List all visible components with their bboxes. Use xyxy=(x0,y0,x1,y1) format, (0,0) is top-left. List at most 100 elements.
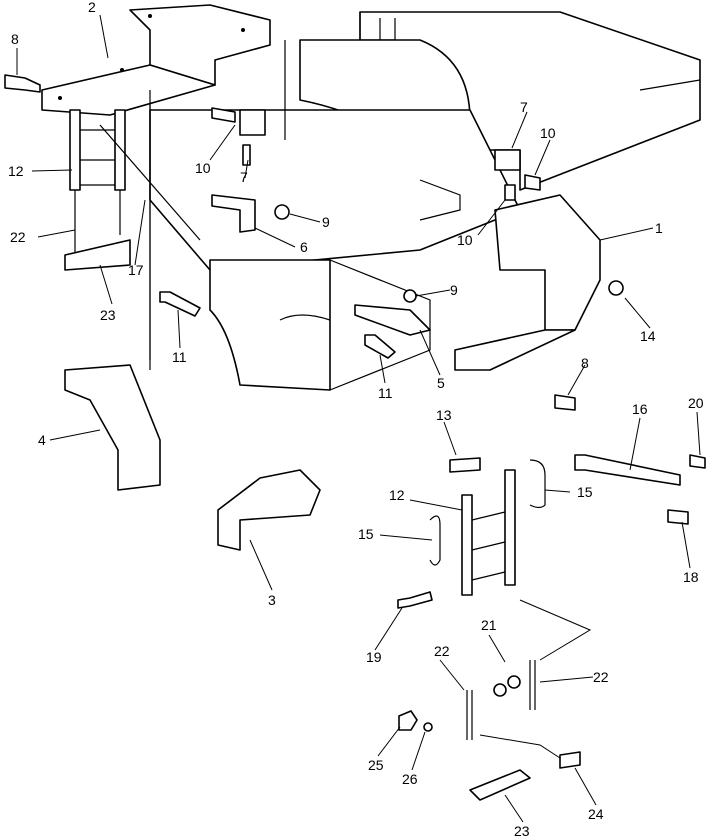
callout-5: 5 xyxy=(437,375,445,391)
hole xyxy=(120,68,124,72)
callout-15: 15 xyxy=(577,484,593,500)
nut-9-b xyxy=(403,289,417,303)
callout-17: 17 xyxy=(128,262,144,278)
bolt-7-stem xyxy=(242,144,251,166)
nut-21-a xyxy=(493,683,507,697)
callout-26: 26 xyxy=(402,771,418,787)
ladder-12-left-rail xyxy=(69,109,81,191)
right-ladder-12 xyxy=(461,469,516,596)
callout-8: 8 xyxy=(581,355,589,371)
bolt-20 xyxy=(689,454,706,469)
callout-22: 22 xyxy=(10,229,26,245)
callout-6: 6 xyxy=(300,239,308,255)
part-2-bracket xyxy=(41,4,271,116)
bracket-1-body xyxy=(494,194,601,331)
bolt-11-b xyxy=(364,334,396,359)
callout-labels: 2 8 12 22 23 17 10 7 9 6 11 4 7 10 10 1 … xyxy=(8,0,704,839)
callout-13: 13 xyxy=(436,407,452,423)
centre-small-parts xyxy=(211,107,290,233)
ladder-right-left-rail xyxy=(461,494,473,596)
part-1-bracket xyxy=(454,194,601,371)
stay-22-b xyxy=(466,690,473,740)
deck-step xyxy=(419,179,461,221)
callout-15: 15 xyxy=(358,526,374,542)
callout-18: 18 xyxy=(683,569,699,585)
hole xyxy=(58,96,62,100)
callout-12: 12 xyxy=(389,487,405,503)
pad-23-left xyxy=(64,239,131,271)
hood-edge-line xyxy=(639,79,701,91)
callout-3: 3 xyxy=(268,592,276,608)
hole xyxy=(241,28,245,32)
callout-20: 20 xyxy=(688,395,704,411)
bolt-19 xyxy=(397,591,433,609)
washer-26 xyxy=(423,722,433,732)
callout-11: 11 xyxy=(378,385,393,401)
nut-21-b xyxy=(507,675,521,689)
callout-7: 7 xyxy=(520,99,528,115)
stay-22-rods xyxy=(74,190,121,255)
handle-15-b xyxy=(429,515,441,566)
handle-15-a xyxy=(529,459,546,509)
nut-9-a xyxy=(274,204,290,220)
callout-22: 22 xyxy=(434,643,450,659)
bolt-10-a xyxy=(211,107,236,123)
nut-25 xyxy=(398,710,418,731)
callout-25: 25 xyxy=(368,757,384,773)
left-ladder-assembly xyxy=(64,109,131,271)
plate-7-a xyxy=(239,109,266,136)
bracket-2-top xyxy=(129,4,271,86)
callout-1: 1 xyxy=(655,220,663,236)
ladder-rungs xyxy=(80,129,115,186)
clamp-6 xyxy=(211,194,256,233)
hole xyxy=(148,14,152,18)
callout-10: 10 xyxy=(457,232,473,248)
callout-10: 10 xyxy=(540,125,556,141)
bracket-1-base xyxy=(454,329,576,371)
bar-16 xyxy=(574,454,681,486)
callout-23: 23 xyxy=(514,823,530,839)
ladder-right-rungs xyxy=(471,511,506,581)
bolt-24 xyxy=(559,751,581,769)
callout-14: 14 xyxy=(640,328,656,344)
bracket-2-plate xyxy=(41,64,216,116)
bolt-10-c xyxy=(504,184,516,201)
callout-8: 8 xyxy=(11,31,19,47)
callout-12: 12 xyxy=(8,163,24,179)
bolt-18 xyxy=(667,509,689,525)
part-4-bracket xyxy=(64,90,161,491)
nut-14 xyxy=(608,280,624,296)
ladder-12-right-rail xyxy=(114,109,126,191)
stay-22-c xyxy=(529,660,536,710)
callout-11: 11 xyxy=(172,349,187,365)
callout-16: 16 xyxy=(632,401,648,417)
bracket-4-body xyxy=(64,364,161,491)
callout-9: 9 xyxy=(450,282,458,298)
callout-19: 19 xyxy=(366,649,382,665)
callout-24: 24 xyxy=(588,806,604,822)
housing-side xyxy=(329,259,431,391)
ladder-right-right-rail xyxy=(504,469,516,586)
callout-10: 10 xyxy=(195,160,211,176)
bracket-5 xyxy=(354,304,431,336)
pad-23-bottom xyxy=(469,769,531,801)
callout-9: 9 xyxy=(322,214,330,230)
bolt-8-a xyxy=(4,74,41,93)
bolt-10-b xyxy=(524,174,541,191)
callout-2: 2 xyxy=(88,0,96,15)
bolt-11-a xyxy=(159,291,201,317)
callout-22: 22 xyxy=(593,669,609,685)
callout-4: 4 xyxy=(38,432,46,448)
leader-lines xyxy=(16,14,701,823)
callout-7: 7 xyxy=(240,169,248,185)
housing-curve xyxy=(279,314,331,321)
plate-7-b xyxy=(494,149,521,171)
bolt-13 xyxy=(449,457,481,473)
bracket-3 xyxy=(217,469,321,551)
callout-21: 21 xyxy=(481,617,497,633)
bolt-8-b xyxy=(554,394,576,411)
lower-housing xyxy=(209,259,331,391)
callout-23: 23 xyxy=(100,307,116,323)
